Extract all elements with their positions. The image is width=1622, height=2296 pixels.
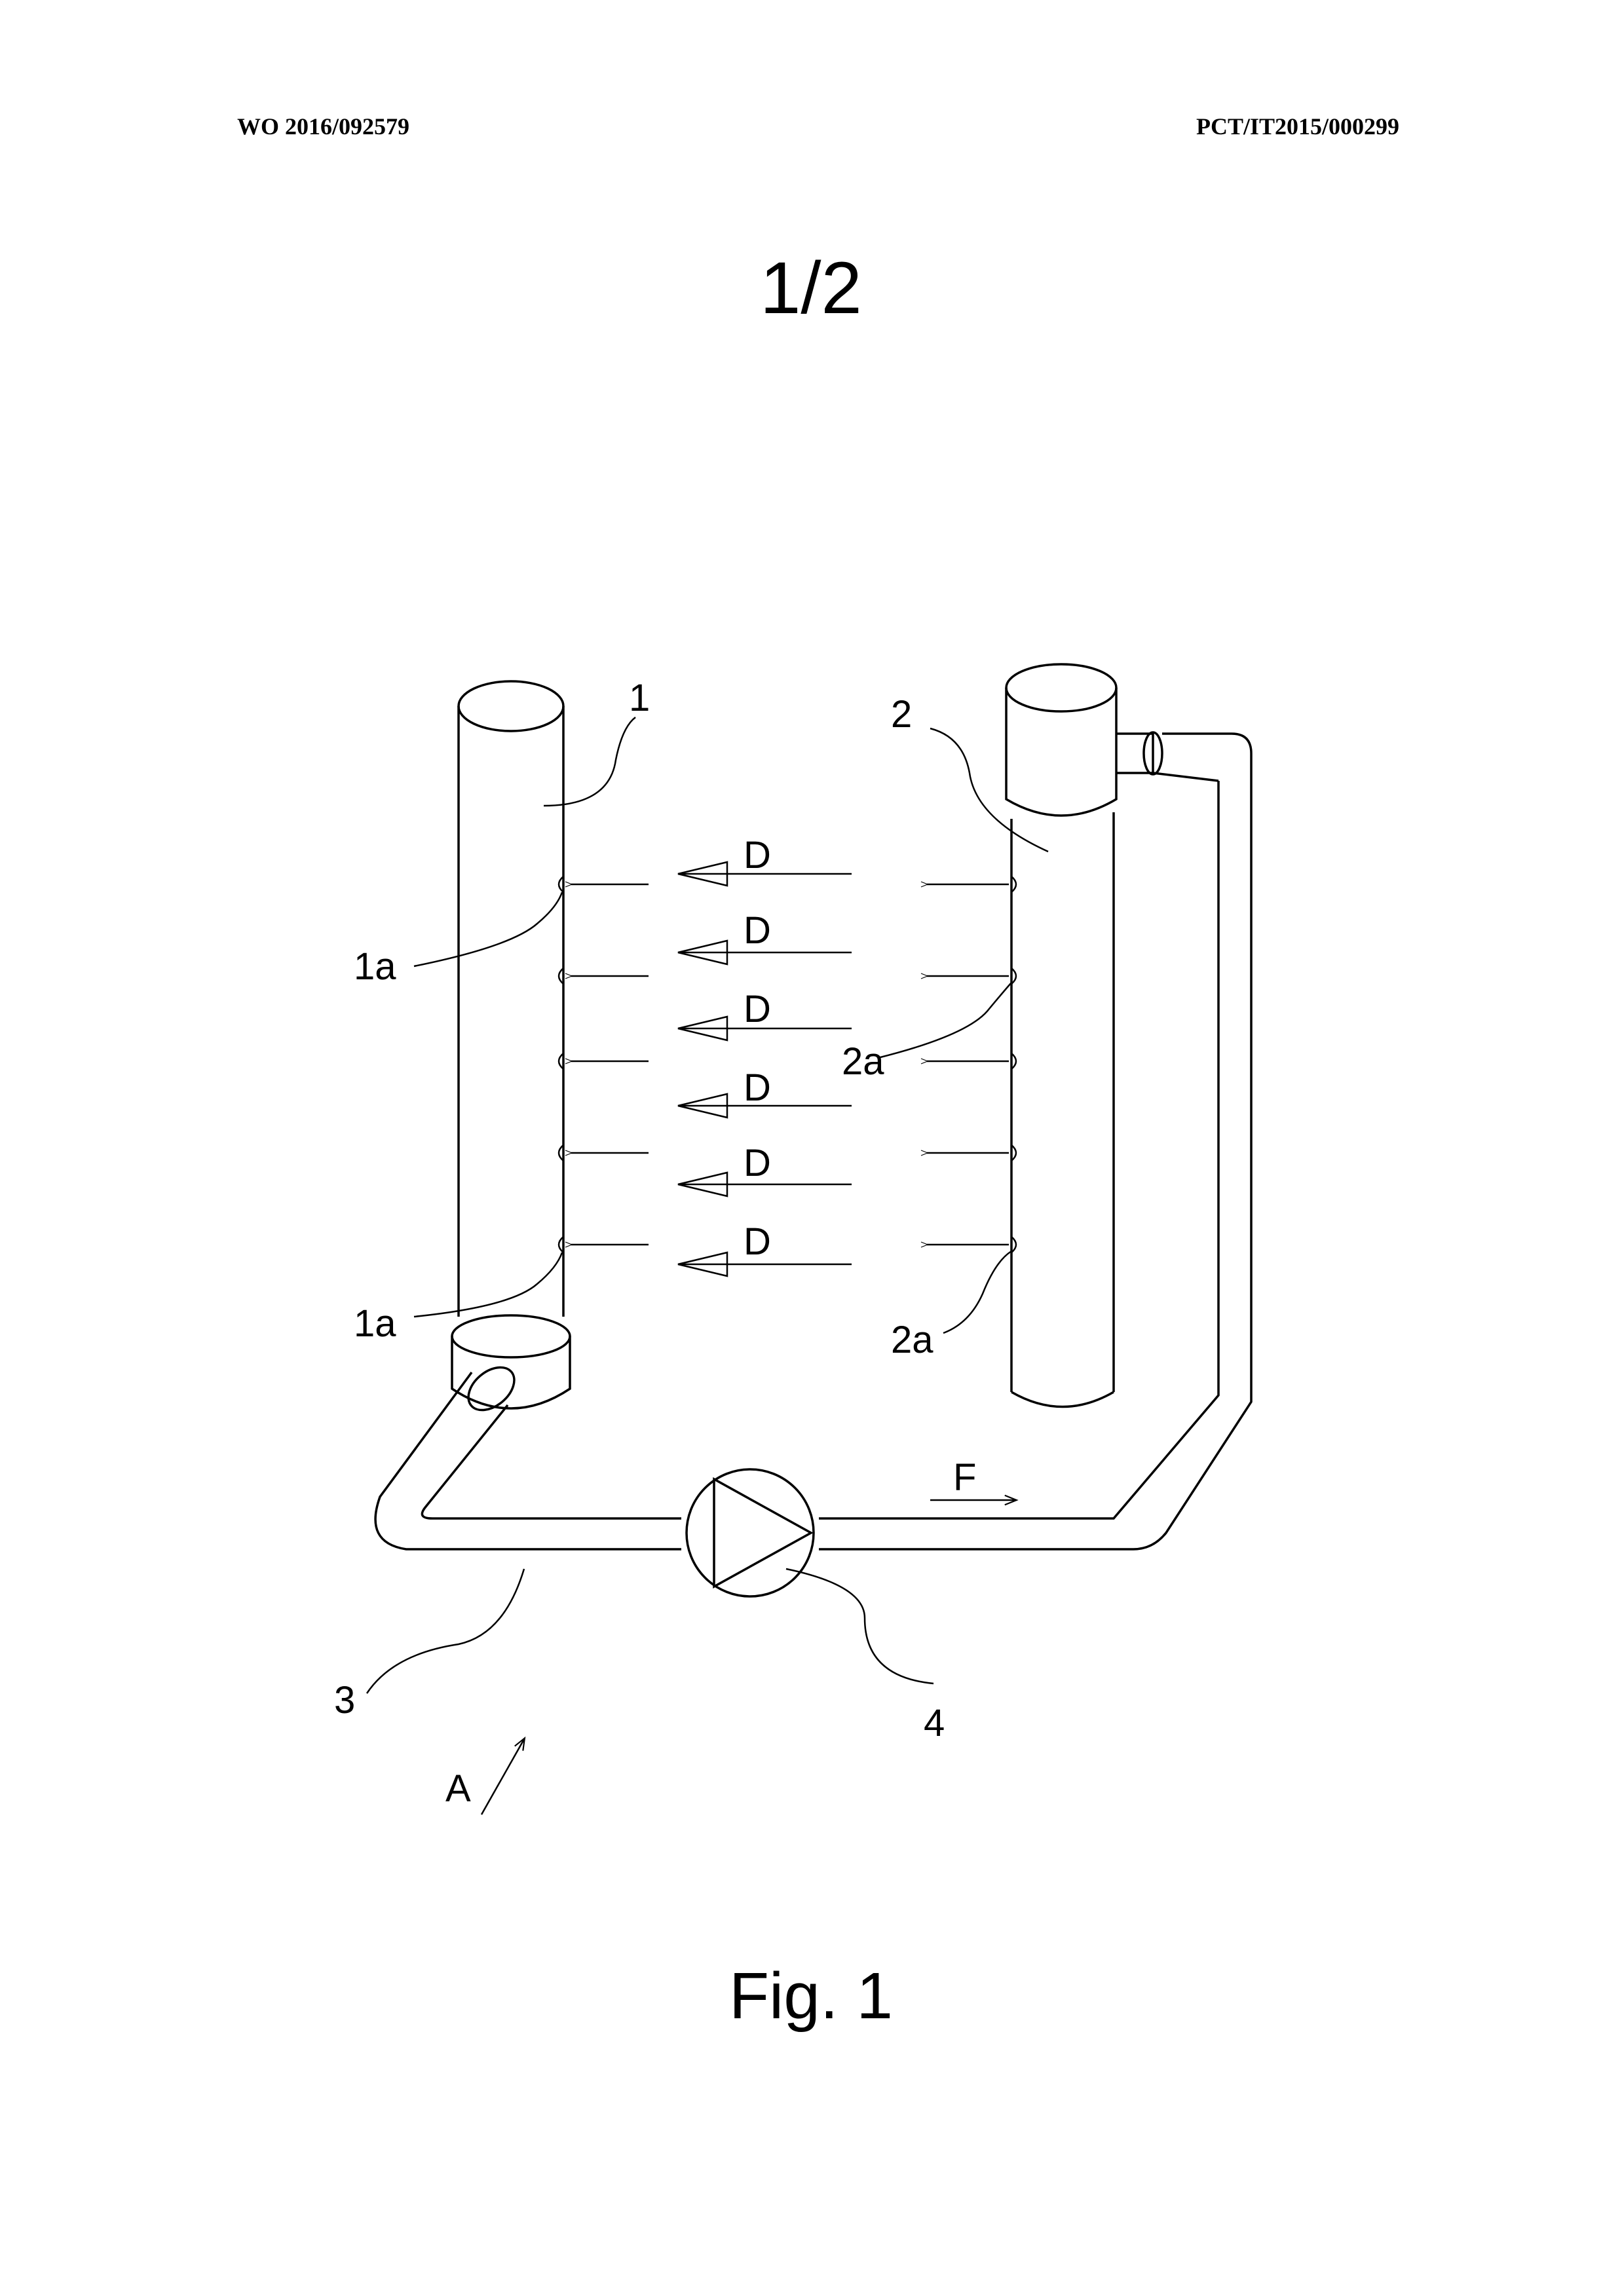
diffusion-row	[565, 1241, 1009, 1277]
label-1: 1	[629, 677, 650, 719]
column-1	[457, 680, 565, 1317]
label-D: D	[744, 1142, 771, 1184]
label-1a-bottom: 1a	[354, 1302, 396, 1345]
label-F: F	[953, 1456, 976, 1499]
diffusion-row	[565, 861, 1009, 888]
diffusion-row	[565, 939, 1009, 979]
figure-caption: Fig. 1	[728, 1959, 894, 2033]
label-2: 2	[891, 693, 912, 736]
pump-4	[685, 1468, 815, 1598]
label-D: D	[744, 1220, 771, 1263]
diffusion-row	[565, 1093, 1009, 1156]
label-D: D	[744, 834, 771, 876]
label-D: D	[744, 1066, 771, 1109]
application-number: PCT/IT2015/000299	[1196, 113, 1399, 140]
label-1a-top: 1a	[354, 945, 396, 988]
column-2-outlet	[1116, 731, 1163, 776]
label-D: D	[744, 988, 771, 1030]
column-2-holes	[1011, 876, 1017, 1253]
diffusion-row	[677, 1171, 852, 1197]
column-2	[1005, 663, 1118, 1408]
label-D: D	[744, 909, 771, 952]
sheet-number: 1/2	[760, 247, 862, 329]
column-1-collar	[451, 1314, 571, 1410]
diffusion-row	[565, 1015, 1009, 1064]
label-3: 3	[334, 1679, 355, 1722]
label-2a-bottom: 2a	[891, 1319, 934, 1361]
pipe-3	[374, 732, 1253, 1551]
diffusion-arrows	[565, 861, 1009, 1277]
column-1-holes	[557, 876, 564, 1253]
leader-lines	[366, 717, 1049, 1694]
label-2a-top: 2a	[842, 1040, 884, 1083]
publication-number: WO 2016/092579	[237, 113, 410, 140]
label-4: 4	[924, 1702, 945, 1744]
label-A: A	[445, 1767, 471, 1810]
view-arrow	[480, 1736, 526, 1815]
